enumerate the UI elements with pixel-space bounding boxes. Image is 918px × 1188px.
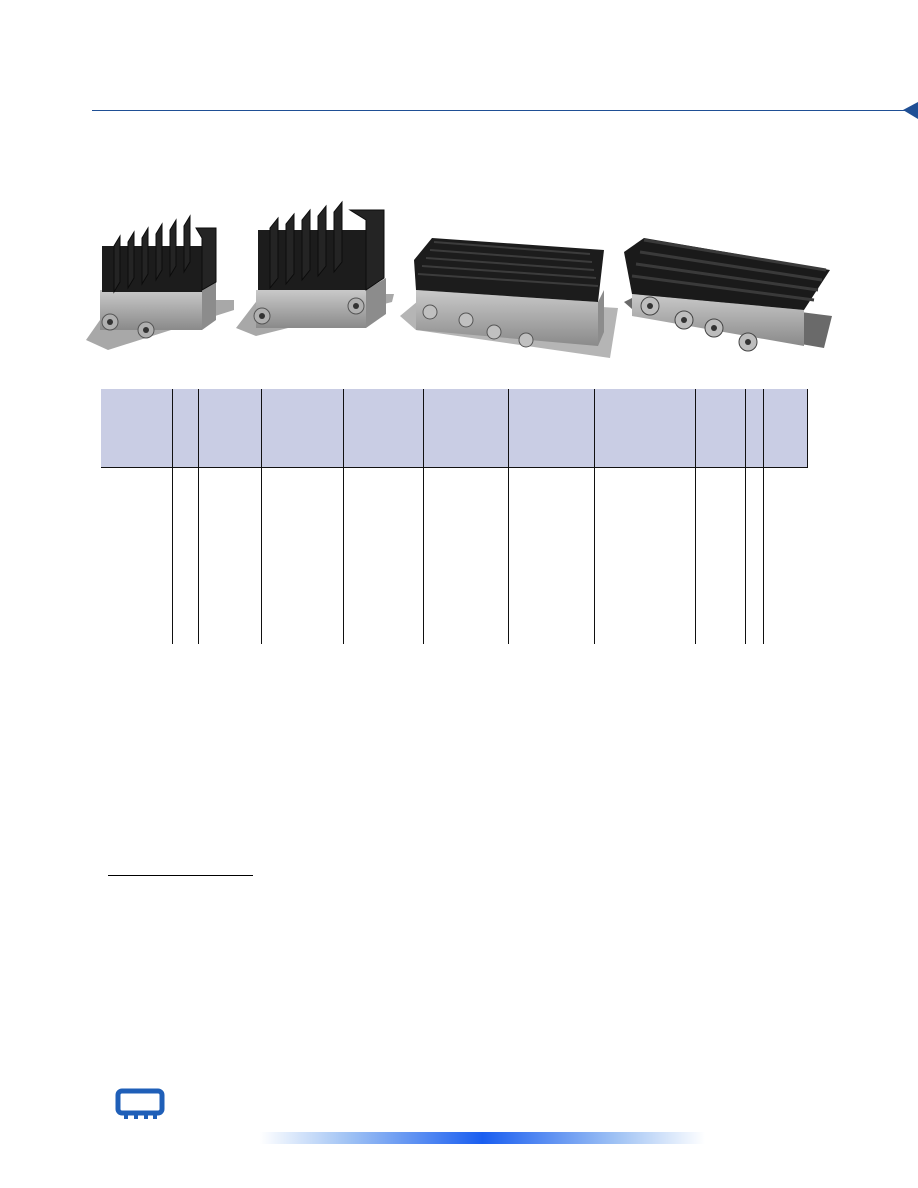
table-cell bbox=[593, 467, 696, 644]
corner-tab-icon bbox=[903, 102, 918, 119]
column-header bbox=[694, 389, 746, 468]
column-header bbox=[260, 389, 344, 468]
connector bbox=[518, 332, 534, 348]
table-row bbox=[101, 467, 807, 644]
table-cell bbox=[744, 467, 764, 644]
footer-gradient-bar bbox=[260, 1132, 705, 1144]
column-header bbox=[762, 389, 808, 468]
table-cell bbox=[101, 467, 173, 644]
column-header bbox=[422, 389, 509, 468]
connector bbox=[137, 321, 155, 339]
table-cell bbox=[694, 467, 746, 644]
footnote-rule bbox=[108, 875, 253, 876]
column-header bbox=[593, 389, 696, 468]
connector bbox=[458, 312, 474, 328]
connector bbox=[253, 307, 271, 325]
connector bbox=[422, 304, 438, 320]
column-header bbox=[197, 389, 262, 468]
connector bbox=[101, 313, 119, 331]
table-cell bbox=[762, 467, 807, 644]
chip-icon bbox=[115, 1088, 165, 1119]
spec-table-header bbox=[101, 389, 808, 468]
table-cell bbox=[260, 467, 344, 644]
table-cell bbox=[171, 467, 199, 644]
connector bbox=[674, 310, 694, 330]
connector bbox=[640, 296, 660, 316]
column-header bbox=[744, 389, 764, 468]
amplifier-module-1 bbox=[86, 214, 234, 350]
product-photos bbox=[86, 200, 832, 358]
amplifier-module-4 bbox=[624, 238, 832, 352]
amplifier-module-3 bbox=[400, 238, 618, 358]
column-header bbox=[101, 389, 173, 468]
table-cell bbox=[197, 467, 262, 644]
connector bbox=[347, 297, 365, 315]
connector bbox=[704, 318, 724, 338]
column-header bbox=[342, 389, 424, 468]
amplifier-module-2 bbox=[236, 200, 394, 336]
table-cell bbox=[507, 467, 595, 644]
table-cell bbox=[422, 467, 509, 644]
column-header bbox=[507, 389, 595, 468]
header-rule bbox=[92, 110, 918, 111]
table-cell bbox=[342, 467, 424, 644]
spec-table bbox=[101, 389, 808, 644]
connector bbox=[738, 332, 758, 352]
connector bbox=[486, 324, 502, 340]
column-header bbox=[171, 389, 199, 468]
